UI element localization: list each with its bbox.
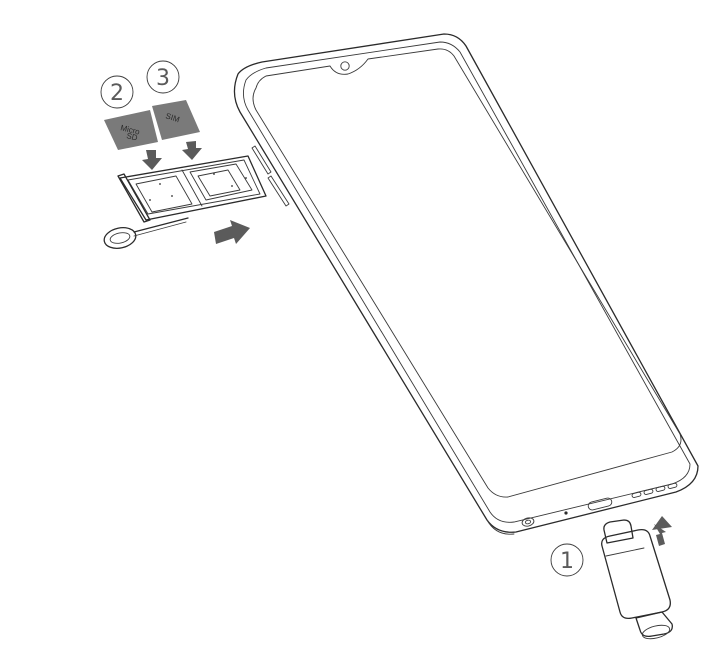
microsd-card-shape [104, 110, 158, 150]
sim-label: SIM [164, 111, 181, 124]
push-tray-arrow-icon [214, 220, 250, 244]
side-button-power [267, 175, 290, 207]
sim-ejector-pin-icon [103, 217, 189, 249]
sim-tray [117, 155, 267, 223]
usb-strain-relief [635, 611, 673, 638]
sim-card: SIM [152, 100, 200, 140]
step-2-badge: 2 [100, 75, 134, 109]
sim-tray-head [117, 173, 151, 223]
phone-bottom-edge [486, 519, 515, 535]
insert-microsd-arrow-icon [142, 150, 162, 170]
usb-connector-body [601, 528, 671, 620]
step-2-number: 2 [110, 81, 124, 106]
step-3-badge: 3 [146, 60, 180, 94]
step-1-number: 1 [560, 549, 574, 574]
plug-in-usb-arrow-head [652, 516, 672, 530]
phone-frame [243, 41, 691, 523]
phone [233, 33, 699, 535]
insert-sim-arrow-icon [182, 141, 202, 160]
step-1-badge: 1 [550, 543, 584, 577]
microphone-icon [564, 511, 568, 515]
usb-connector-tip [603, 519, 634, 544]
usb-cable-end [641, 624, 671, 640]
microsd-label-line2: SD [126, 131, 139, 142]
sim-tray-dots [149, 173, 247, 201]
sim-slot [189, 163, 253, 201]
speaker-grille-icon [631, 482, 678, 498]
microsd-slot [135, 175, 193, 213]
sim-tray-inner [127, 159, 261, 215]
microsd-card: Micro SD [104, 110, 158, 150]
phone-screen [252, 48, 682, 498]
front-camera-icon [340, 61, 350, 71]
phone-body [233, 33, 699, 533]
side-button-volume [251, 145, 272, 175]
usb-connector-seam [605, 547, 645, 557]
sim-card-shape [152, 100, 200, 140]
headphone-jack-icon [521, 517, 535, 527]
plug-in-usb-arrow-icon [654, 524, 666, 546]
step-3-number: 3 [156, 66, 170, 91]
sim-tray-divider [181, 169, 203, 207]
headphone-jack-inner [524, 519, 532, 525]
usb-port-icon [587, 497, 613, 511]
sim-slot-inner [197, 169, 241, 197]
usb-cable [601, 519, 673, 640]
sim-tray-outline [119, 155, 267, 221]
